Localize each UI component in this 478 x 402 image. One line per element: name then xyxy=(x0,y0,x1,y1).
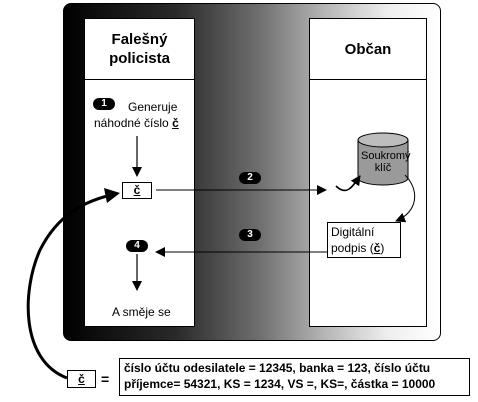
lane-left-title-line1: Falešný xyxy=(111,31,168,48)
digital-signature-box: Digitální podpis (č) xyxy=(327,222,401,258)
legend-token-box: č xyxy=(67,370,96,388)
legend-equals: = xyxy=(101,371,110,387)
legend-line2: příjemce= 54321, KS = 1234, VS =, KS=, č… xyxy=(124,377,436,391)
token-symbol: č xyxy=(133,183,141,197)
signature-line2-suffix: ) xyxy=(380,241,385,255)
step-1-text-line2: náhodné číslo č xyxy=(94,115,179,131)
arrow-key-to-signature xyxy=(395,174,416,223)
signature-line2-prefix: podpis ( xyxy=(331,241,374,255)
signature-symbol: č xyxy=(373,241,381,255)
step-1-text-line1: Generuje xyxy=(128,100,178,114)
step-badge-1: 1 xyxy=(93,98,115,110)
signature-line2: podpis (č) xyxy=(331,240,397,256)
legend-definition: číslo účtu odesilatele = 12345, banka = … xyxy=(119,358,470,396)
private-key-line1: Soukromý xyxy=(361,150,411,162)
private-key-line2: klíč xyxy=(374,162,392,174)
step-1-text-line2-prefix: náhodné číslo xyxy=(94,116,173,130)
step-1-symbol: č xyxy=(172,116,179,130)
arrow-legend-to-token xyxy=(26,192,117,380)
legend-token-symbol: č xyxy=(78,372,85,386)
private-key-cylinder-icon xyxy=(357,132,409,186)
arrow-to-private-key xyxy=(335,175,361,192)
step-badge-2: 2 xyxy=(239,172,261,184)
arrow-legend-to-token-head xyxy=(104,188,120,203)
step-badge-3: 3 xyxy=(239,229,261,241)
lane-left-title-line2: policista xyxy=(109,50,170,67)
step-4-text: A směje se xyxy=(112,305,171,319)
lane-left-header: Falešný policista xyxy=(85,19,194,80)
legend-line1: číslo účtu odesilatele = 12345, banka = … xyxy=(124,361,431,375)
token-box: č xyxy=(122,182,152,199)
lane-right-title: Občan xyxy=(344,40,392,58)
step-badge-4: 4 xyxy=(126,240,148,252)
signature-line1: Digitální xyxy=(331,225,375,239)
lane-right-header: Občan xyxy=(310,19,426,80)
private-key-label: Soukromý klíč xyxy=(361,150,411,174)
